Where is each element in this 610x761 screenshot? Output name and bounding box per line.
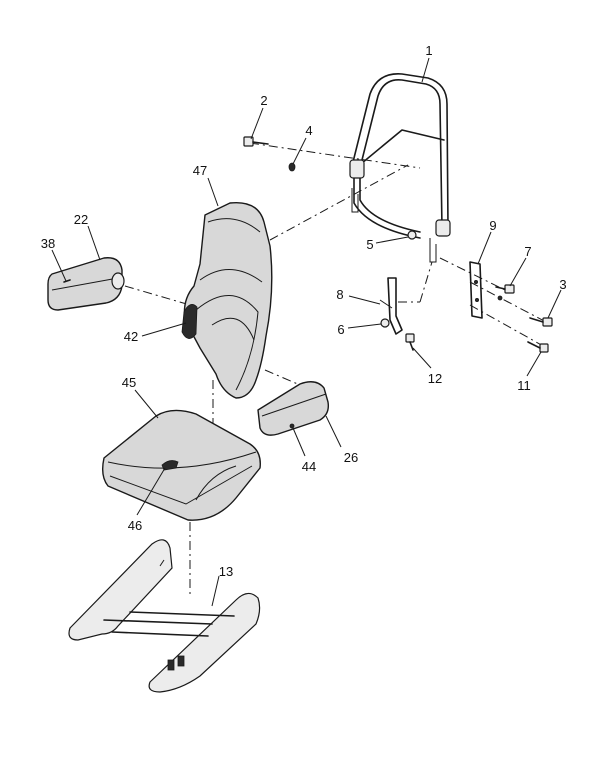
right-armrest-part-26 — [257, 381, 330, 436]
callout-44: 44 — [302, 459, 316, 474]
bolt-part-7 — [495, 284, 515, 301]
left-armrest-part-22 — [47, 257, 125, 311]
callout-47: 47 — [193, 163, 207, 178]
callout-5: 5 — [366, 237, 373, 252]
callout-6: 6 — [337, 322, 344, 337]
washer-part-4 — [288, 162, 296, 172]
mounting-plate-part-9 — [469, 261, 483, 319]
bracket-part-8 — [379, 277, 403, 335]
callout-38: 38 — [41, 236, 55, 251]
callout-13: 13 — [219, 564, 233, 579]
callout-1: 1 — [425, 43, 432, 58]
callout-22: 22 — [74, 212, 88, 227]
screw-part-12 — [405, 333, 415, 351]
callout-4: 4 — [305, 123, 312, 138]
assembly-centerlines — [124, 142, 549, 598]
callout-42: 42 — [124, 329, 138, 344]
nut-part-5 — [407, 230, 417, 240]
seat-back-part-47 — [181, 201, 273, 399]
callout-labels: 1 2 3 4 5 6 7 8 9 11 12 13 22 26 38 42 4… — [41, 43, 567, 579]
bolt-part-3 — [529, 317, 553, 327]
seat-frame-part-13 — [68, 539, 261, 693]
bolt-part-11 — [527, 341, 549, 353]
bolt-part-2 — [243, 136, 269, 147]
leader-lines — [51, 57, 562, 607]
callout-11: 11 — [517, 378, 531, 393]
callout-3: 3 — [559, 277, 566, 292]
nut-part-6 — [380, 318, 390, 328]
callout-8: 8 — [336, 287, 343, 302]
callout-46: 46 — [128, 518, 142, 533]
callout-12: 12 — [428, 371, 442, 386]
callout-2: 2 — [260, 93, 267, 108]
callout-26: 26 — [344, 450, 358, 465]
callout-45: 45 — [122, 375, 136, 390]
back-frame-part-1 — [349, 73, 451, 263]
callout-7: 7 — [524, 244, 531, 259]
seat-cushion-part-45 — [101, 409, 261, 521]
callout-9: 9 — [489, 218, 496, 233]
